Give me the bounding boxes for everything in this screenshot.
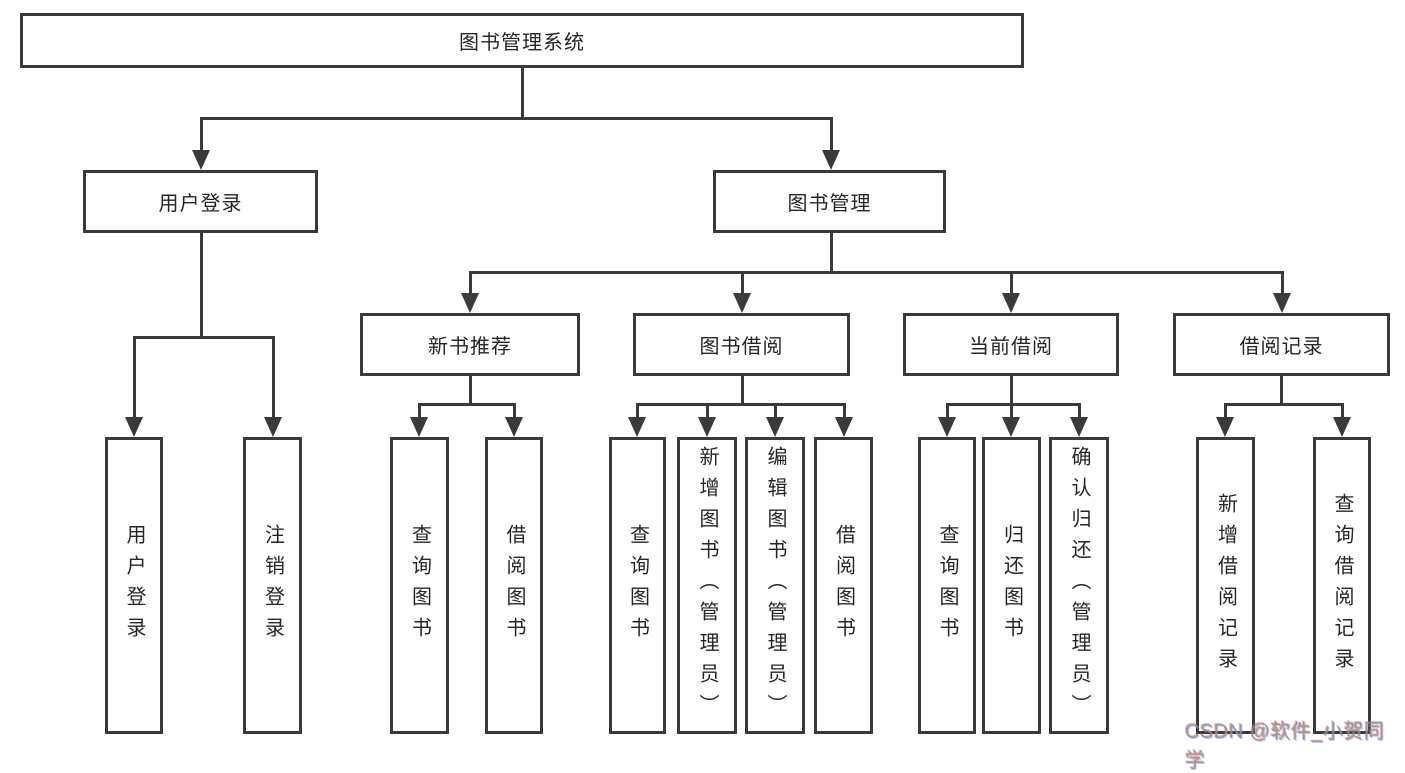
arrow-to-br-add-books xyxy=(698,417,716,437)
leaf-records-add-record: 新增借阅记录 xyxy=(1196,437,1255,734)
leaf-current-confirm-return-admin: 确认归还（管理员） xyxy=(1049,437,1109,734)
arrow-to-nb-borrow-books xyxy=(505,417,523,437)
connector-current-stub xyxy=(1009,376,1013,405)
connector-level2-hline xyxy=(468,270,1284,274)
connector-nb-leaf2-shaft xyxy=(512,402,516,419)
arrow-to-br-edit-books xyxy=(766,417,784,437)
node-root: 图书管理系统 xyxy=(20,13,1024,68)
connector-cu-leaf2-shaft xyxy=(1009,402,1013,419)
arrow-to-book-borrowing xyxy=(733,293,751,313)
arrow-to-cu-query-books xyxy=(938,417,956,437)
connector-re-leaf2-shaft xyxy=(1340,402,1344,419)
connector-borrowing-hline xyxy=(635,402,846,406)
arrow-to-br-borrow-books xyxy=(835,417,853,437)
arrow-to-user-login xyxy=(192,150,210,170)
connector-newbook-stub xyxy=(468,376,472,405)
arrow-to-book-management xyxy=(822,150,840,170)
connector-root-stub xyxy=(520,68,524,118)
node-book-borrowing: 图书借阅 xyxy=(633,313,850,376)
leaf-current-query-books: 查询图书 xyxy=(918,437,976,734)
connector-records-hline xyxy=(1223,402,1344,406)
connector-newbook-shaft xyxy=(468,270,472,295)
connector-userlogin-shaft xyxy=(199,117,203,152)
connector-cu-leaf1-shaft xyxy=(945,402,949,419)
connector-bookmgmt-stub xyxy=(829,233,833,273)
connector-userlogin-stub xyxy=(199,233,203,338)
leaf-user-login: 用户登录 xyxy=(105,437,163,734)
node-borrow-records: 借阅记录 xyxy=(1173,313,1390,376)
arrow-to-borrow-records xyxy=(1273,293,1291,313)
arrow-to-nb-query-books xyxy=(410,417,428,437)
connector-records-stub xyxy=(1279,376,1283,405)
arrow-to-re-query-record xyxy=(1333,417,1351,437)
leaf-logout: 注销登录 xyxy=(243,437,302,734)
arrow-to-leaf-user-login xyxy=(125,417,143,437)
leaf-current-return-books: 归还图书 xyxy=(982,437,1041,734)
leaf-borrowing-edit-books-admin: 编辑图书（管理员） xyxy=(745,437,805,734)
node-user-login: 用户登录 xyxy=(83,170,318,233)
connector-bookmgmt-shaft xyxy=(829,117,833,152)
connector-br-leaf4-shaft xyxy=(842,402,846,419)
leaf-newbook-borrow-books: 借阅图书 xyxy=(485,437,543,734)
connector-br-leaf3-shaft xyxy=(773,402,777,419)
node-new-book-recommend: 新书推荐 xyxy=(360,313,580,376)
connector-newbook-hline xyxy=(417,402,516,406)
node-book-management: 图书管理 xyxy=(713,170,946,233)
connector-level1-hline xyxy=(199,117,833,120)
node-current-borrowing: 当前借阅 xyxy=(903,313,1119,376)
arrow-to-br-query-books xyxy=(628,417,646,437)
connector-nb-leaf1-shaft xyxy=(417,402,421,419)
leaf-borrowing-query-books: 查询图书 xyxy=(609,437,666,734)
arrow-to-cu-return-books xyxy=(1002,417,1020,437)
connector-br-leaf2-shaft xyxy=(705,402,709,419)
arrow-to-leaf-logout xyxy=(264,417,282,437)
csdn-watermark: CSDN @软件_小贺同学 xyxy=(1185,721,1385,772)
connector-ul-leaf1-shaft xyxy=(132,335,136,418)
leaf-borrowing-add-books-admin: 新增图书（管理员） xyxy=(677,437,737,734)
connector-current-shaft xyxy=(1009,270,1013,295)
leaf-borrowing-borrow-books: 借阅图书 xyxy=(814,437,873,734)
connector-cu-leaf3-shaft xyxy=(1077,402,1081,419)
leaf-newbook-query-books: 查询图书 xyxy=(390,437,449,734)
arrow-to-new-book-recommend xyxy=(461,293,479,313)
connector-borrowing-shaft xyxy=(740,270,744,295)
leaf-records-query-record: 查询借阅记录 xyxy=(1313,437,1371,734)
connector-records-shaft xyxy=(1280,270,1284,295)
arrow-to-re-add-record xyxy=(1216,417,1234,437)
connector-br-leaf1-shaft xyxy=(635,402,639,419)
connector-current-hline xyxy=(945,402,1081,406)
connector-re-leaf1-shaft xyxy=(1223,402,1227,419)
connector-borrowing-stub xyxy=(740,376,744,405)
arrow-to-current-borrowing xyxy=(1002,293,1020,313)
org-chart: 图书管理系统 用户登录 图书管理 新书推荐 图书借阅 当前借阅 借阅记录 用户登… xyxy=(20,13,1390,772)
connector-ul-leaf2-shaft xyxy=(271,335,275,418)
arrow-to-cu-confirm-return xyxy=(1070,417,1088,437)
connector-userlogin-hline xyxy=(132,335,275,339)
